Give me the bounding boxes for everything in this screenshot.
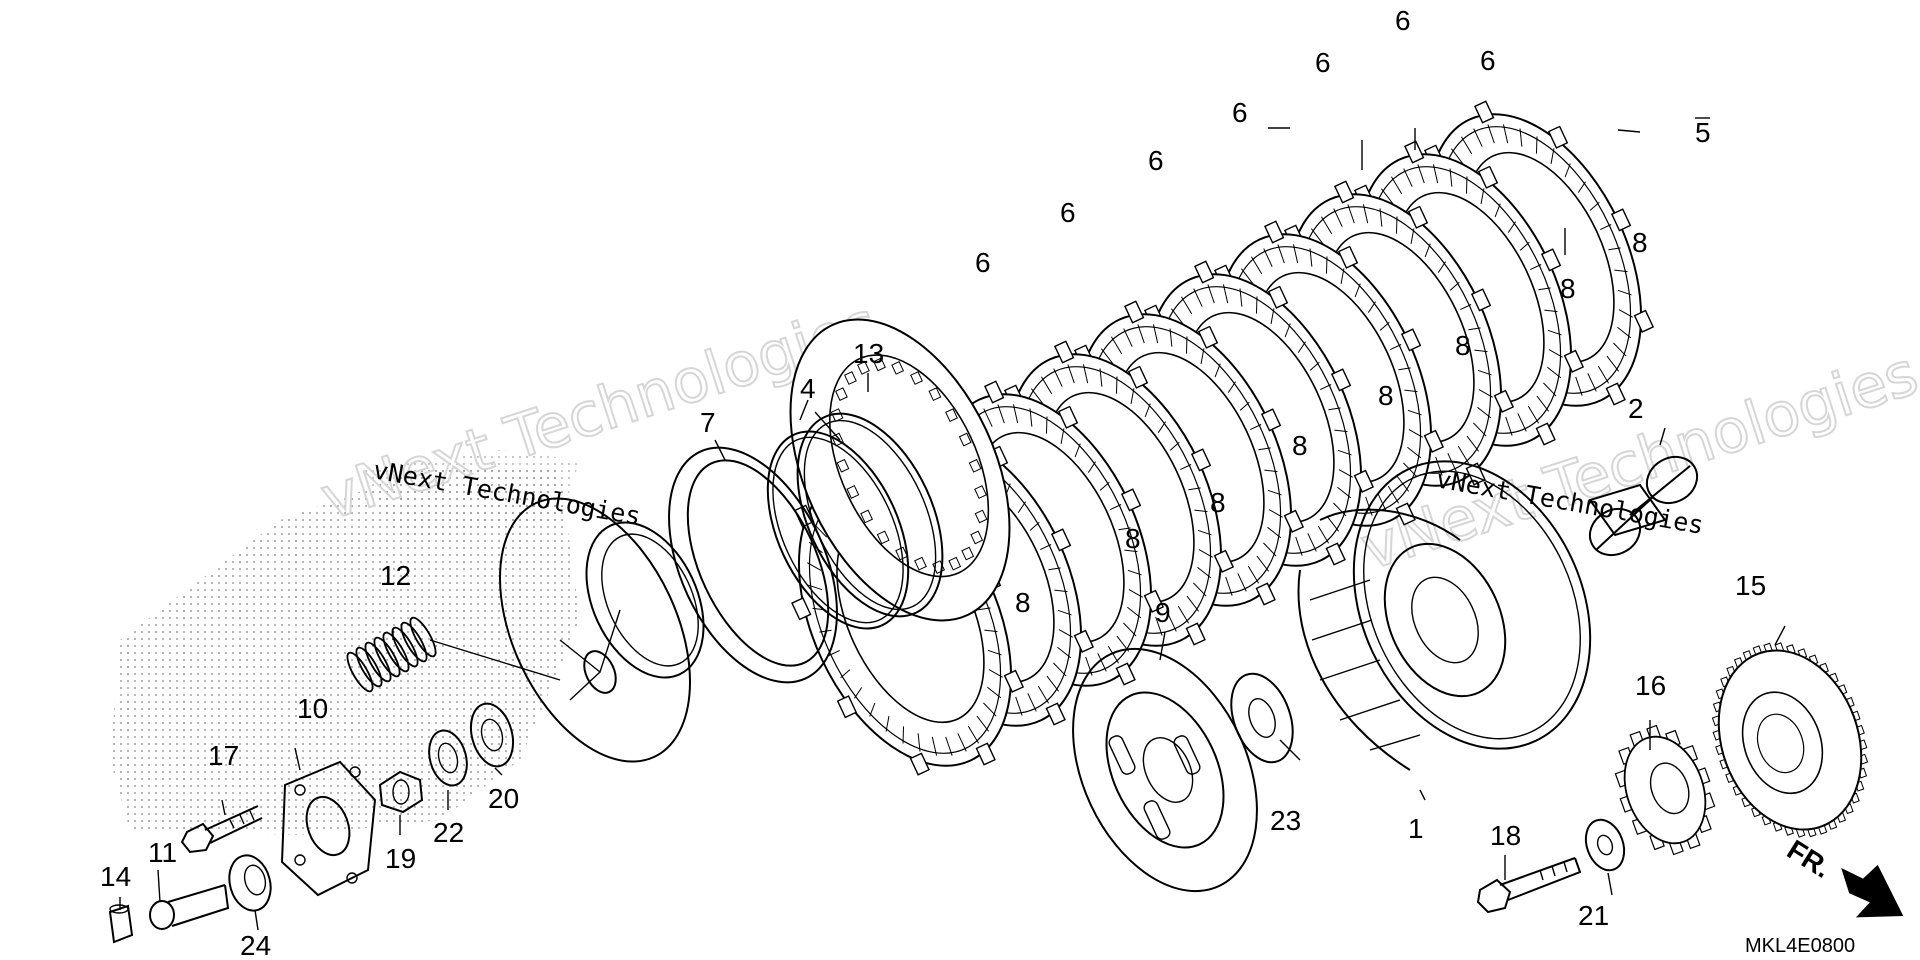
callout-1: 1 (1408, 813, 1424, 844)
diagram-code: MKL4E0800 (1745, 935, 1855, 957)
callout-6a: 6 (975, 247, 991, 278)
front-direction-indicator: FR. (1782, 834, 1904, 918)
part-4-set-ring (766, 430, 910, 630)
callout-12: 12 (380, 560, 411, 591)
part-21-washer (1584, 818, 1626, 872)
part-12-clutch-spring (346, 616, 437, 693)
callout-8a: 8 (1015, 587, 1031, 618)
part-18-bolt (1476, 857, 1582, 914)
callout-6d: 6 (1232, 97, 1248, 128)
callout-7: 7 (700, 407, 716, 438)
callout-6c: 6 (1148, 145, 1164, 176)
callout-18: 18 (1490, 820, 1521, 851)
callout-19: 19 (385, 843, 416, 874)
callout-10: 10 (297, 693, 328, 724)
part-7-plate (668, 446, 838, 684)
callout-8c: 8 (1210, 487, 1226, 518)
callout-24: 24 (240, 930, 271, 960)
callout-13: 13 (853, 338, 884, 369)
part-23-washer (1230, 672, 1294, 764)
callout-9: 9 (1155, 597, 1171, 628)
callout-8e: 8 (1378, 380, 1394, 411)
callout-11: 11 (148, 837, 177, 868)
callout-4: 4 (800, 373, 816, 404)
callout-23: 23 (1270, 805, 1301, 836)
front-direction-label: FR. (1782, 834, 1837, 884)
part-16-rotor (1614, 724, 1716, 856)
part-11-bolt (149, 884, 230, 930)
callout-22: 22 (433, 817, 464, 848)
part-20-washer (469, 702, 515, 768)
callout-2: 2 (1628, 393, 1644, 424)
part-1-clutch-outer (1297, 460, 1592, 771)
callout-5: 5 (1695, 117, 1711, 148)
callout-17: 17 (208, 740, 239, 771)
callout-14: 14 (100, 861, 131, 892)
callout-8i: 8 (1632, 227, 1648, 258)
part-10-lifter-plate (280, 760, 377, 897)
callout-16: 16 (1635, 670, 1666, 701)
callout-6f: 6 (1395, 5, 1411, 36)
callout-8d: 8 (1292, 430, 1308, 461)
front-direction-arrow (1841, 864, 1904, 918)
callout-15: 15 (1735, 570, 1766, 601)
part-14-pin (108, 904, 134, 944)
part-callouts: 1 2 4 5 6 6 6 6 6 6 6 6 7 8 8 8 8 8 8 8 … (100, 5, 1766, 960)
part-19-lock-nut (378, 770, 424, 814)
part-24-bearing (228, 854, 272, 912)
callout-6g: 6 (1480, 45, 1496, 76)
callout-21: 21 (1578, 900, 1609, 931)
callout-6e: 6 (1315, 47, 1331, 78)
callout-8g: 8 (1560, 273, 1576, 304)
callout-8f: 8 (1455, 330, 1471, 361)
clutch-plate-stack (789, 100, 1655, 776)
part-22-washer (428, 729, 468, 787)
pressure-plate (499, 497, 705, 763)
callout-8b: 8 (1125, 523, 1141, 554)
leader-lines (119, 117, 1786, 931)
part-17-bolt (180, 805, 263, 854)
part-2-collar (1588, 455, 1699, 557)
callout-6b: 6 (1060, 197, 1076, 228)
part-15-gear (1711, 642, 1869, 838)
callout-20: 20 (488, 783, 519, 814)
